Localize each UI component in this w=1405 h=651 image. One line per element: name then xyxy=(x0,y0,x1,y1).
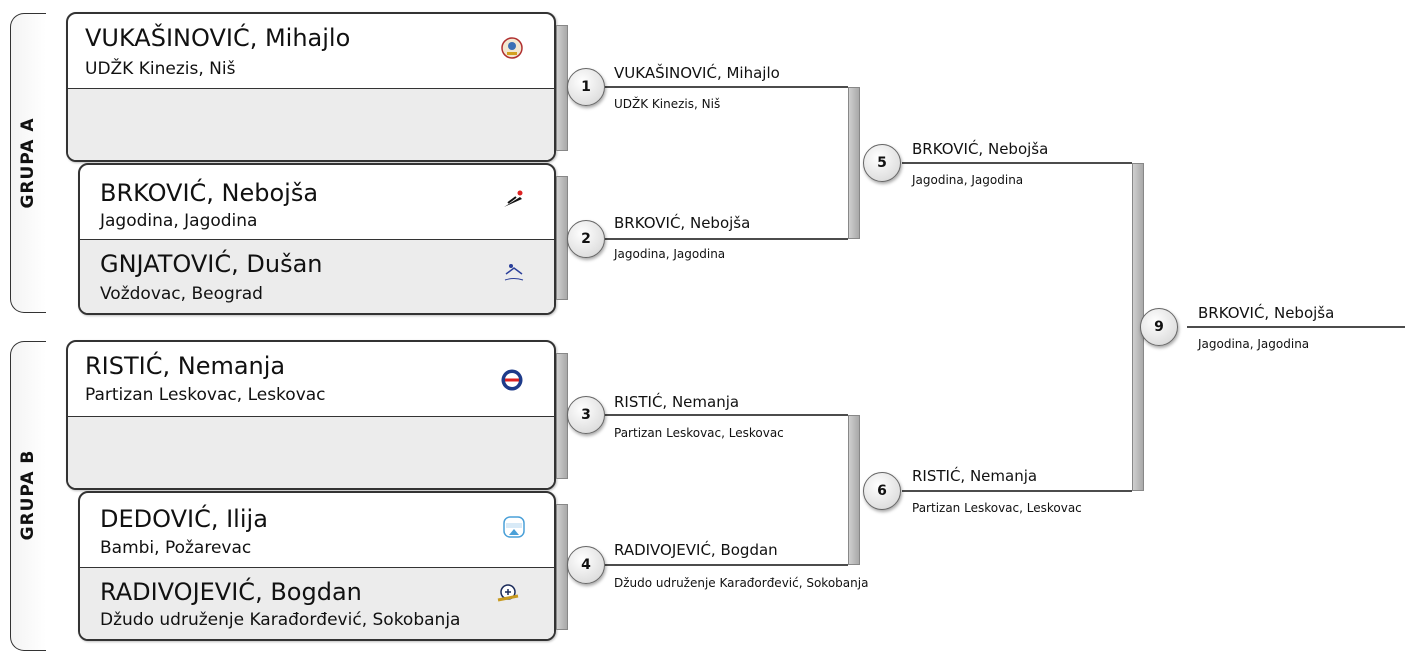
competitor-slot[interactable]: RISTIĆ, Nemanja Partizan Leskovac, Lesko… xyxy=(68,342,554,416)
partizan-leskovac-logo-icon xyxy=(501,369,523,391)
match-winner-club: UDŽK Kinezis, Niš xyxy=(614,97,721,111)
match-winner-name: BRKOVIĆ, Nebojša xyxy=(614,214,751,232)
competitor-card: DEDOVIĆ, Ilija Bambi, Požarevac RADIVOJE… xyxy=(78,491,556,641)
karadjordjevic-logo-icon xyxy=(497,584,519,602)
match-number-badge[interactable]: 9 xyxy=(1140,308,1178,346)
bracket-connector-lines xyxy=(605,86,1405,566)
match-winner-name: RISTIĆ, Nemanja xyxy=(912,467,1038,485)
competitor-club: Džudo udruženje Karađorđević, Sokobanja xyxy=(100,610,461,630)
match-number-badge[interactable]: 1 xyxy=(567,68,605,106)
competitor-card: RISTIĆ, Nemanja Partizan Leskovac, Lesko… xyxy=(66,340,556,490)
empty-slot xyxy=(68,88,554,160)
match-winner-name: RISTIĆ, Nemanja xyxy=(614,393,740,411)
match-number-badge[interactable]: 4 xyxy=(567,546,605,584)
match-winner-club: Džudo udruženje Karađorđević, Sokobanja xyxy=(614,576,869,590)
competitor-name: RISTIĆ, Nemanja xyxy=(85,352,286,380)
match-winner-name: VUKAŠINOVIĆ, Mihajlo xyxy=(614,64,780,82)
group-a-tab xyxy=(10,13,46,313)
jagodina-logo-icon xyxy=(504,190,523,207)
match-number-badge[interactable]: 2 xyxy=(567,220,605,258)
kinezis-logo-icon xyxy=(501,37,523,59)
vozdovac-logo-icon xyxy=(504,264,524,281)
empty-slot xyxy=(68,416,554,488)
competitor-club: Voždovac, Beograd xyxy=(100,284,263,304)
competitor-name: DEDOVIĆ, Ilija xyxy=(100,505,268,533)
competitor-name: BRKOVIĆ, Nebojša xyxy=(100,179,319,207)
match-number-badge[interactable]: 6 xyxy=(863,472,901,510)
group-b-tab xyxy=(10,341,46,651)
competitor-card: VUKAŠINOVIĆ, Mihajlo UDŽK Kinezis, Niš xyxy=(66,12,556,162)
match-number-badge[interactable]: 3 xyxy=(567,396,605,434)
competitor-name: RADIVOJEVIĆ, Bogdan xyxy=(100,578,362,606)
final-winner-name: BRKOVIĆ, Nebojša xyxy=(1198,304,1335,322)
competitor-slot[interactable]: BRKOVIĆ, Nebojša Jagodina, Jagodina xyxy=(80,165,554,239)
match-number-badge[interactable]: 5 xyxy=(863,144,901,182)
competitor-slot[interactable]: GNJATOVIĆ, Dušan Voždovac, Beograd xyxy=(80,239,554,313)
group-b-label: GRUPA B xyxy=(18,449,38,541)
competitor-name: GNJATOVIĆ, Dušan xyxy=(100,250,323,278)
match-winner-club: Partizan Leskovac, Leskovac xyxy=(614,426,784,440)
competitor-club: Jagodina, Jagodina xyxy=(100,211,258,231)
competitor-slot[interactable]: RADIVOJEVIĆ, Bogdan Džudo udruženje Kara… xyxy=(80,567,554,639)
round-connector-bar xyxy=(848,87,860,239)
final-winner-club: Jagodina, Jagodina xyxy=(1198,337,1310,351)
competitor-slot[interactable]: DEDOVIĆ, Ilija Bambi, Požarevac xyxy=(80,493,554,567)
match-winner-club: Jagodina, Jagodina xyxy=(614,247,726,261)
match-winner-name: BRKOVIĆ, Nebojša xyxy=(912,140,1049,158)
competitor-slot[interactable]: VUKAŠINOVIĆ, Mihajlo UDŽK Kinezis, Niš xyxy=(68,14,554,88)
bambi-logo-icon xyxy=(503,516,525,538)
round-connector-bar xyxy=(848,415,860,565)
group-a-label: GRUPA A xyxy=(18,117,38,209)
match-winner-club: Partizan Leskovac, Leskovac xyxy=(912,501,1082,515)
competitor-card: BRKOVIĆ, Nebojša Jagodina, Jagodina GNJA… xyxy=(78,163,556,315)
competitor-club: UDŽK Kinezis, Niš xyxy=(85,59,236,79)
competitor-club: Bambi, Požarevac xyxy=(100,538,252,558)
competitor-club: Partizan Leskovac, Leskovac xyxy=(85,385,326,405)
match-winner-club: Jagodina, Jagodina xyxy=(912,173,1024,187)
match-winner-name: RADIVOJEVIĆ, Bogdan xyxy=(614,541,778,559)
competitor-name: VUKAŠINOVIĆ, Mihajlo xyxy=(85,24,351,52)
